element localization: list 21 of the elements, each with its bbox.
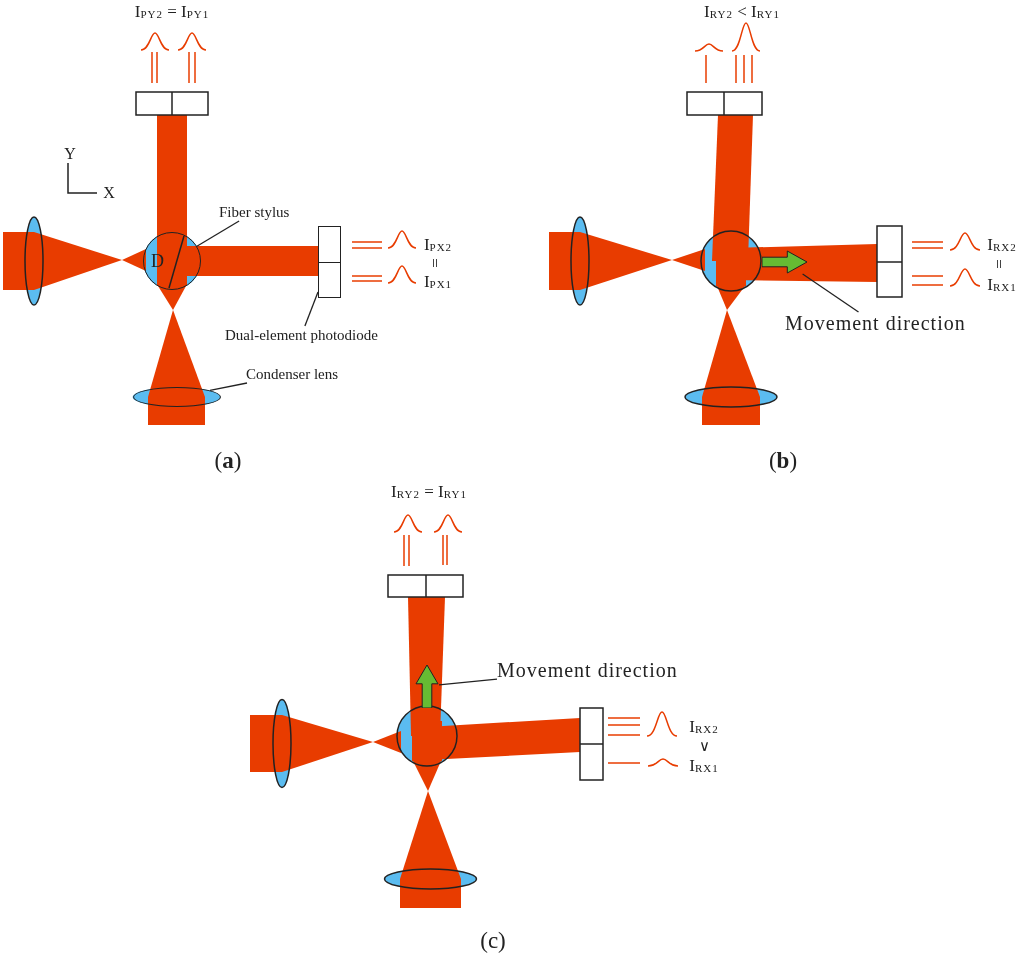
axis-label: Y <box>64 144 76 163</box>
relation-sign: = <box>424 258 444 268</box>
axis-label: X <box>103 183 115 202</box>
part-label: Movement direction <box>785 312 966 335</box>
photodiode <box>318 226 341 298</box>
panel-label: (b) <box>768 448 798 474</box>
part-label: Fiber stylus <box>219 203 290 221</box>
leader-line <box>438 678 498 686</box>
panel-label: (a) <box>214 448 242 474</box>
panel-label: (c) <box>480 928 506 954</box>
leader-line <box>209 382 248 392</box>
part-label: Dual-element photodiode <box>225 326 378 344</box>
part-label: Movement direction <box>497 659 678 682</box>
movement-arrow <box>415 664 439 708</box>
leader-line <box>196 220 240 247</box>
movement-arrow <box>762 250 808 274</box>
leader-line <box>801 273 860 313</box>
relation-sign: ∨ <box>698 737 710 755</box>
relation-sign: = <box>988 259 1008 269</box>
leader-line <box>304 291 319 327</box>
part-label: Condenser lens <box>246 365 339 383</box>
